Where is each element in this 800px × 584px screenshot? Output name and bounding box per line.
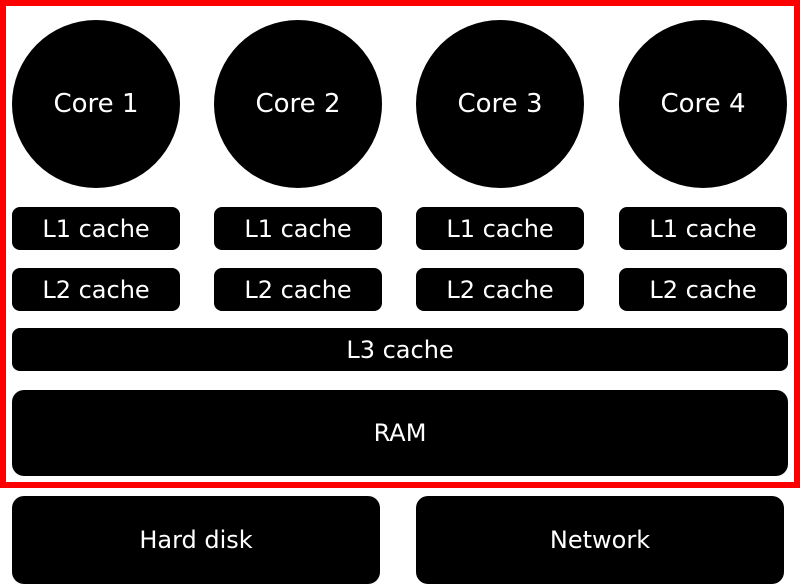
memory-hierarchy-frame [0, 0, 800, 488]
hard-disk: Hard disk [12, 496, 380, 584]
network: Network [416, 496, 784, 584]
l1-cache-2: L1 cache [214, 207, 382, 250]
l2-cache-3: L2 cache [416, 268, 584, 311]
l2-cache-4: L2 cache [619, 268, 787, 311]
l2-cache-2: L2 cache [214, 268, 382, 311]
core-4: Core 4 [619, 20, 787, 188]
l1-cache-4: L1 cache [619, 207, 787, 250]
core-3: Core 3 [416, 20, 584, 188]
core-1: Core 1 [12, 20, 180, 188]
l2-cache-1: L2 cache [12, 268, 180, 311]
l1-cache-1: L1 cache [12, 207, 180, 250]
l1-cache-3: L1 cache [416, 207, 584, 250]
ram: RAM [12, 390, 788, 476]
core-2: Core 2 [214, 20, 382, 188]
l3-cache: L3 cache [12, 328, 788, 371]
